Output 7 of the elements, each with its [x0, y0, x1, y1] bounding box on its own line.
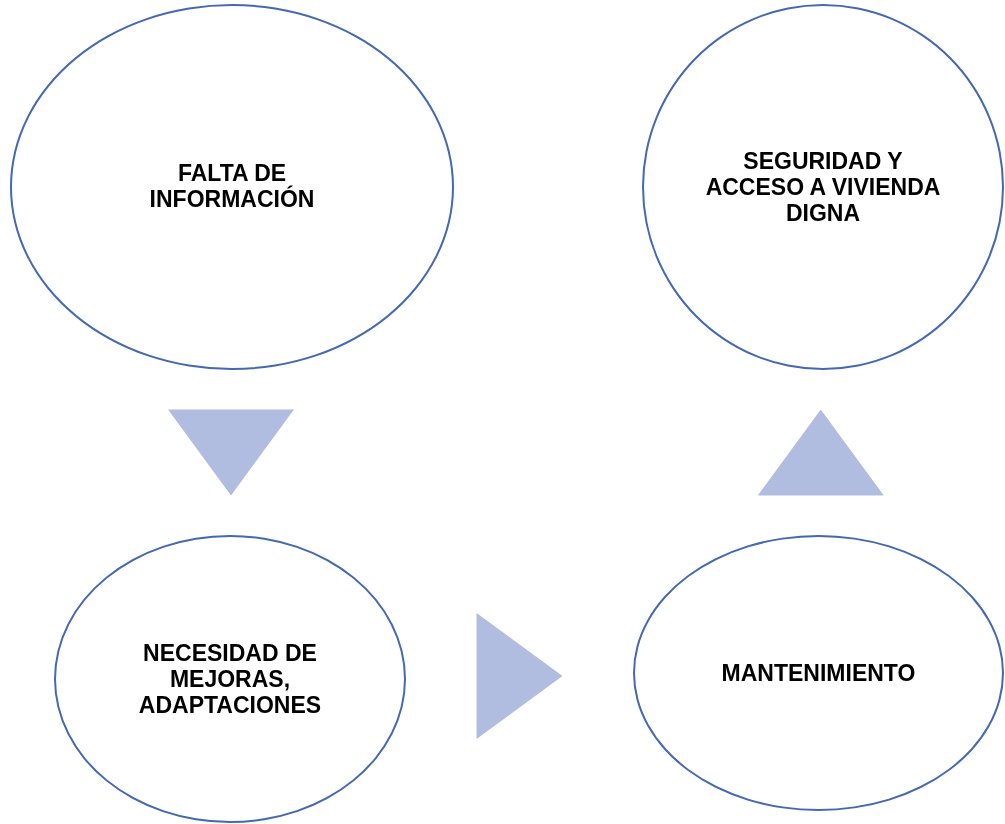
node-label: FALTA DE INFORMACIÓN	[148, 160, 316, 212]
node-label: SEGURIDAD Y ACCESO A VIVIENDA DIGNA	[704, 148, 942, 226]
arrow	[168, 409, 294, 496]
arrow	[476, 613, 563, 739]
arrow	[757, 409, 884, 496]
node-label: MANTENIMIENTO	[721, 660, 916, 686]
node-label: NECESIDAD DE MEJORAS, ADAPTACIONES	[137, 640, 323, 718]
